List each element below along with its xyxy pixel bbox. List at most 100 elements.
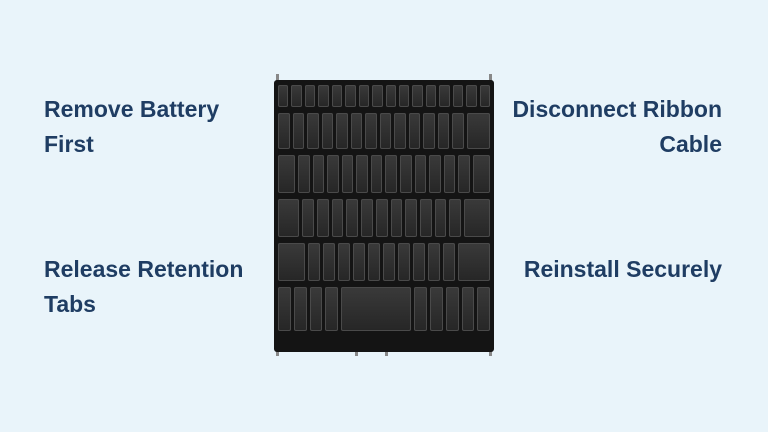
keyboard-key <box>278 155 296 193</box>
keyboard-key <box>356 155 368 193</box>
retention-tab <box>489 74 492 82</box>
keyboard-key <box>327 155 339 193</box>
keyboard-key <box>394 113 406 149</box>
keyboard-key <box>304 85 316 107</box>
keyboard-key <box>452 85 464 107</box>
keyboard-key <box>302 199 314 237</box>
keyboard-key <box>336 113 348 149</box>
keyboard-key <box>325 287 339 331</box>
keyboard-key <box>429 155 441 193</box>
keyboard-key <box>375 199 388 237</box>
keyboard-key <box>278 199 300 237</box>
keyboard-key <box>427 243 440 281</box>
keyboard-key <box>331 85 343 107</box>
keyboard-key <box>466 85 477 107</box>
keyboard-key <box>321 113 334 149</box>
keyboard-key <box>370 155 383 193</box>
keyboard-key <box>405 199 417 237</box>
keyboard-key <box>408 113 421 149</box>
keyboard-key <box>425 85 437 107</box>
keyboard-key <box>372 85 383 107</box>
keyboard-key <box>398 243 411 281</box>
keyboard-key <box>346 199 359 237</box>
keyboard-key <box>278 85 289 107</box>
keyboard-key <box>420 199 432 237</box>
keyboard-key <box>385 155 398 193</box>
keyboard-key <box>434 199 447 237</box>
keyboard-row <box>278 113 490 149</box>
keyboard-key <box>457 243 491 281</box>
keyboard-key <box>361 199 373 237</box>
keyboard-key <box>414 155 427 193</box>
retention-tab <box>489 348 492 356</box>
keyboard-key <box>442 243 455 281</box>
keyboard-key <box>316 199 329 237</box>
label-line: Remove Battery <box>44 96 220 122</box>
keyboard-key <box>350 113 363 149</box>
retention-tab <box>276 74 279 82</box>
keyboard-row <box>278 287 491 331</box>
keyboard-key <box>466 113 490 149</box>
keyboard-key <box>412 85 423 107</box>
keyboard-key <box>341 287 412 331</box>
keyboard-key <box>298 155 310 193</box>
keyboard-key <box>312 155 325 193</box>
keyboard-key <box>318 85 329 107</box>
label-line: Cable <box>659 131 722 157</box>
keyboard-key <box>430 287 443 331</box>
keyboard-key <box>472 155 490 193</box>
keyboard-key <box>452 113 464 149</box>
keyboard-key <box>461 287 475 331</box>
keyboard-row <box>278 85 490 107</box>
keyboard-key <box>439 85 450 107</box>
keyboard-key <box>390 199 403 237</box>
keyboard-key <box>464 199 491 237</box>
keyboard-key <box>292 113 305 149</box>
keyboard-key <box>385 85 396 107</box>
label-line: First <box>44 131 94 157</box>
step-disconnect-ribbon: Disconnect Ribbon Cable <box>512 92 722 162</box>
step-remove-battery: Remove Battery First <box>44 92 219 162</box>
retention-tab <box>385 348 388 356</box>
keyboard-key <box>443 155 456 193</box>
keyboard-key <box>309 287 323 331</box>
keyboard-key <box>323 243 336 281</box>
keyboard-key <box>445 287 459 331</box>
keyboard-key <box>423 113 435 149</box>
keyboard-key <box>338 243 351 281</box>
keyboard-key <box>437 113 450 149</box>
retention-tab <box>276 348 279 356</box>
keyboard-key <box>383 243 396 281</box>
keyboard-key <box>413 243 425 281</box>
keyboard-key <box>353 243 366 281</box>
keyboard-key <box>414 287 427 331</box>
keyboard-key <box>331 199 344 237</box>
keyboard-row <box>278 155 490 193</box>
keyboard-key <box>278 243 306 281</box>
keyboard-key <box>291 85 302 107</box>
keyboard-row <box>278 243 491 281</box>
keyboard-key <box>365 113 377 149</box>
keyboard-key <box>449 199 462 237</box>
keyboard-key <box>293 287 307 331</box>
keyboard-key <box>341 155 354 193</box>
step-release-tabs: Release Retention Tabs <box>44 252 243 322</box>
step-reinstall: Reinstall Securely <box>524 252 722 287</box>
keyboard-key <box>368 243 381 281</box>
keyboard-key <box>278 113 290 149</box>
label-line: Disconnect Ribbon <box>512 96 722 122</box>
keyboard-row <box>278 199 491 237</box>
keyboard-key <box>398 85 410 107</box>
label-line: Release Retention <box>44 256 244 282</box>
keyboard-key <box>458 155 470 193</box>
keyboard-key <box>308 243 321 281</box>
keyboard-key <box>479 85 490 107</box>
keyboard-key <box>379 113 392 149</box>
keyboard-key <box>345 85 356 107</box>
retention-tab <box>355 348 358 356</box>
keyboard-key <box>358 85 370 107</box>
label-line: Tabs <box>44 291 96 317</box>
keyboard-key <box>400 155 412 193</box>
keyboard-key <box>278 287 291 331</box>
keyboard-key <box>477 287 491 331</box>
